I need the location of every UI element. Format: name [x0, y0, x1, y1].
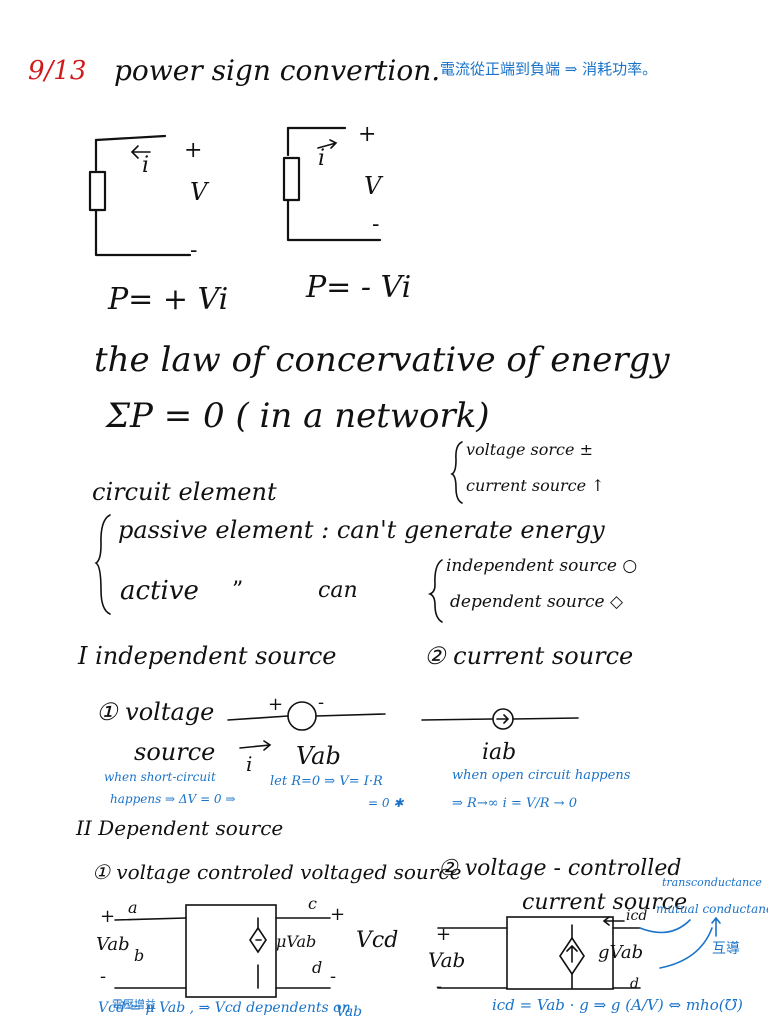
vcvs-vab: Vab: [96, 934, 130, 955]
circuit1-formula: P= + Vi: [108, 282, 229, 317]
vcvs-formula: Vcd = μ Vab , ⇒ Vcd dependents on: [98, 1000, 351, 1016]
voltage-source-minus: -: [318, 692, 325, 713]
dependent-source-item: dependent source ◇: [450, 592, 624, 612]
short-circuit-note-3: let R=0 ⇒ V= I·R: [270, 774, 383, 789]
vcvs-formula-2: Vab: [336, 1004, 363, 1020]
open-circuit-note-1: when open circuit happens: [452, 768, 631, 783]
brace-element: [94, 514, 111, 615]
circuit2-voltage: V: [364, 172, 382, 200]
vccs-label-2: current source: [522, 890, 688, 915]
short-circuit-note-2: happens ⇒ ΔV = 0 ⇒: [110, 792, 236, 806]
section-2-heading: II Dependent source: [76, 816, 284, 840]
circuit1-minus: -: [190, 238, 198, 263]
section-1-heading: I independent source: [78, 642, 337, 670]
voltage-source-drawing: [227, 701, 386, 751]
law-equation: ΣP = 0 ( in a network): [106, 396, 490, 436]
circuit2-plus: +: [358, 122, 377, 147]
vcvs-plus-left: +: [100, 906, 116, 927]
circuit2-minus: -: [372, 212, 380, 237]
vcvs-drawing: [114, 904, 331, 998]
voltage-source-vab: Vab: [296, 742, 341, 770]
vcvs-node-c: c: [308, 894, 317, 913]
circuit-element-heading: circuit element: [92, 478, 277, 506]
open-circuit-note-2: ⇒ R→∞ i = V/R → 0: [452, 796, 577, 811]
vccs-g-vab: gVab: [598, 942, 644, 963]
source-type-voltage: voltage sorce ±: [466, 440, 593, 459]
vcvs-minus-right: -: [330, 966, 337, 987]
active-label: active: [120, 576, 199, 606]
circuit1-plus: +: [184, 138, 203, 163]
vccs-vab: Vab: [428, 948, 466, 972]
circuit2-formula: P= - Vi: [306, 270, 412, 305]
circuit-2-drawing: [282, 126, 382, 242]
transconductance-note: transconductance: [662, 876, 762, 889]
active-can: can: [318, 578, 358, 603]
mutual-conductance-note: mutual conductance: [656, 902, 768, 916]
vcvs-gain-note: 電壓增益: [112, 998, 156, 1011]
vccs-icd: icd: [626, 908, 648, 924]
vcvs-node-d: d: [312, 958, 323, 977]
vccs-plus: +: [436, 924, 452, 945]
circuit1-current-label: i: [142, 153, 150, 178]
voltage-source-label-1: ① voltage: [96, 698, 215, 726]
short-circuit-note-1: when short-circuit: [104, 770, 216, 784]
voltage-source-plus: +: [268, 694, 284, 715]
current-source-iab: iab: [482, 740, 517, 765]
voltage-source-current: i: [246, 752, 253, 776]
vcvs-minus-left: -: [100, 966, 107, 987]
brace-sources: [450, 441, 463, 504]
circuit1-voltage: V: [190, 178, 208, 206]
vcvs-node-b: b: [134, 946, 145, 965]
huzhi-note: 互導: [712, 941, 740, 957]
current-source-heading: ② current source: [424, 642, 634, 670]
vccs-formula: icd = Vab · g ⇒ g (A/V) ⇔ mho(℧): [492, 996, 743, 1014]
source-type-current: current source ↑: [466, 476, 605, 495]
independent-source-item: independent source ○: [446, 556, 638, 576]
short-circuit-note-4: = 0 ✱: [368, 796, 404, 810]
brace-active: [427, 559, 443, 623]
title-note: 電流從正端到負端 ⇒ 消耗功率。: [440, 60, 658, 78]
date-label: 9/13: [28, 56, 87, 86]
passive-element-line: passive element : can't generate energy: [118, 516, 605, 544]
vccs-minus: -: [436, 976, 443, 997]
voltage-source-label-2: source: [134, 738, 216, 766]
page-title: power sign convertion.: [114, 54, 441, 87]
vcvs-label: ① voltage controled voltaged source: [92, 860, 462, 884]
vcvs-node-a: a: [128, 898, 138, 917]
circuit2-current-label: i: [318, 146, 326, 171]
vccs-drawing: [437, 916, 721, 990]
current-source-drawing: [421, 708, 579, 730]
vcvs-vcd: Vcd: [356, 928, 399, 953]
vcvs-mu-vab: μVab: [276, 932, 317, 951]
vccs-label-1: ② voltage - controlled: [438, 856, 682, 881]
law-heading: the law of concervative of energy: [94, 340, 670, 380]
vccs-node-d: d: [630, 976, 639, 992]
vcvs-plus-right: +: [330, 904, 346, 925]
active-ditto: ”: [232, 578, 244, 603]
circuit-1-drawing: [88, 134, 192, 257]
